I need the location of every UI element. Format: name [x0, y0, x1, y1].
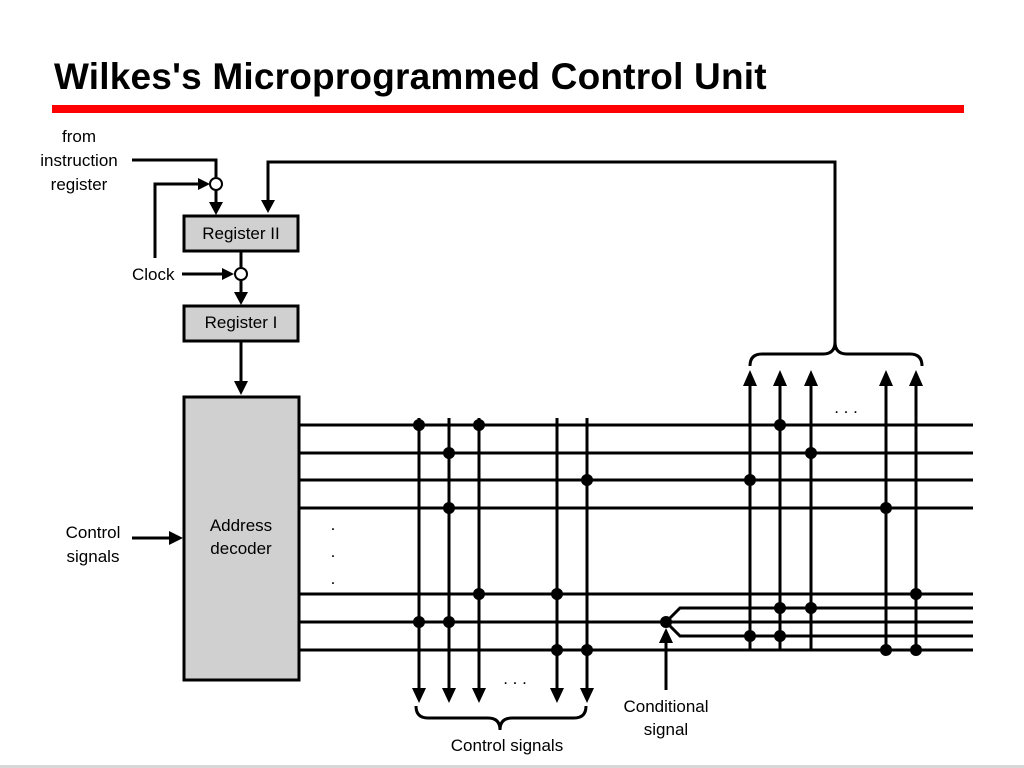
control-signals-in-label-2: signals [67, 547, 120, 566]
address-column-arrow-2 [773, 370, 787, 386]
matrix-junction-dot-18 [910, 588, 922, 600]
register-1-label: Register I [205, 313, 278, 332]
upper-ellipsis: . . . [834, 398, 858, 417]
vertical-ellipsis-3: . [331, 569, 336, 588]
address-decoder-box [182, 395, 301, 682]
register-2-box [182, 214, 300, 253]
clock-arrow [182, 268, 234, 280]
matrix-junction-dot-9 [443, 616, 455, 628]
address-column-arrow-5 [909, 370, 923, 386]
page-bottom-rule [0, 765, 1024, 768]
address-column-arrow-3 [804, 370, 818, 386]
matrix-junction-dot-4 [443, 502, 455, 514]
label-register: register [51, 175, 108, 194]
control-signals-out-label: Control signals [451, 736, 563, 755]
matrix-junction-dot-3 [443, 447, 455, 459]
matrix-junction-dot-1 [413, 419, 425, 431]
slide-title: Wilkes's Microprogrammed Control Unit [54, 56, 767, 97]
register-1-box [182, 304, 300, 343]
conditional-branch-wires [664, 606, 973, 638]
matrix-junction-dot-8 [413, 616, 425, 628]
control-matrix [299, 370, 973, 703]
address-decoder-label-2: decoder [210, 539, 272, 558]
control-signals-in-label-1: Control [66, 523, 121, 542]
matrix-junction-dot-10 [551, 644, 563, 656]
control-column-arrow-3 [472, 688, 486, 703]
control-column-arrow-1 [412, 688, 426, 703]
matrix-junction-dot-12 [774, 419, 786, 431]
label-instruction: instruction [40, 151, 117, 170]
matrix-junction-dot-15 [880, 502, 892, 514]
gate-to-register-2-arrow [209, 190, 223, 215]
clock-loop-wire [153, 178, 210, 258]
matrix-junction-dot-2 [473, 419, 485, 431]
clock-label: Clock [132, 265, 175, 284]
matrix-junction-dot-13 [805, 447, 817, 459]
conditional-junction-dot [660, 616, 672, 628]
address-column-arrow-1 [743, 370, 757, 386]
conditional-signal-arrow [659, 628, 673, 690]
matrix-junction-dot-22 [910, 644, 922, 656]
control-column-arrow-4 [550, 688, 564, 703]
vertical-ellipsis-2: . [331, 542, 336, 561]
upper-brace [748, 341, 924, 367]
label-from: from [62, 127, 96, 146]
conditional-signal-label-2: signal [644, 720, 688, 739]
lower-clock-gate [234, 267, 248, 281]
control-column-arrow-2 [442, 688, 456, 703]
address-decoder-label-1: Address [210, 516, 272, 535]
lower-ellipsis: . . . [503, 669, 527, 688]
matrix-junction-dot-14 [744, 474, 756, 486]
control-signals-in-arrow [132, 531, 183, 545]
matrix-junction-dot-5 [581, 474, 593, 486]
upper-clock-gate [209, 177, 223, 191]
lower-brace [414, 705, 588, 731]
instruction-input-wire [132, 158, 218, 177]
register-2-label: Register II [202, 224, 279, 243]
conditional-signal-label-1: Conditional [623, 697, 708, 716]
register-1-to-decoder-arrow [234, 341, 248, 395]
gate-to-register-1-arrow [234, 280, 248, 305]
matrix-junction-dot-6 [473, 588, 485, 600]
matrix-junction-dot-21 [880, 644, 892, 656]
title-underline [52, 105, 964, 113]
matrix-junction-dot-7 [551, 588, 563, 600]
control-column-arrow-5 [580, 688, 594, 703]
feedback-loop-wire [261, 160, 837, 350]
address-column-arrow-4 [879, 370, 893, 386]
vertical-ellipsis-1: . [331, 515, 336, 534]
matrix-junction-dot-11 [581, 644, 593, 656]
